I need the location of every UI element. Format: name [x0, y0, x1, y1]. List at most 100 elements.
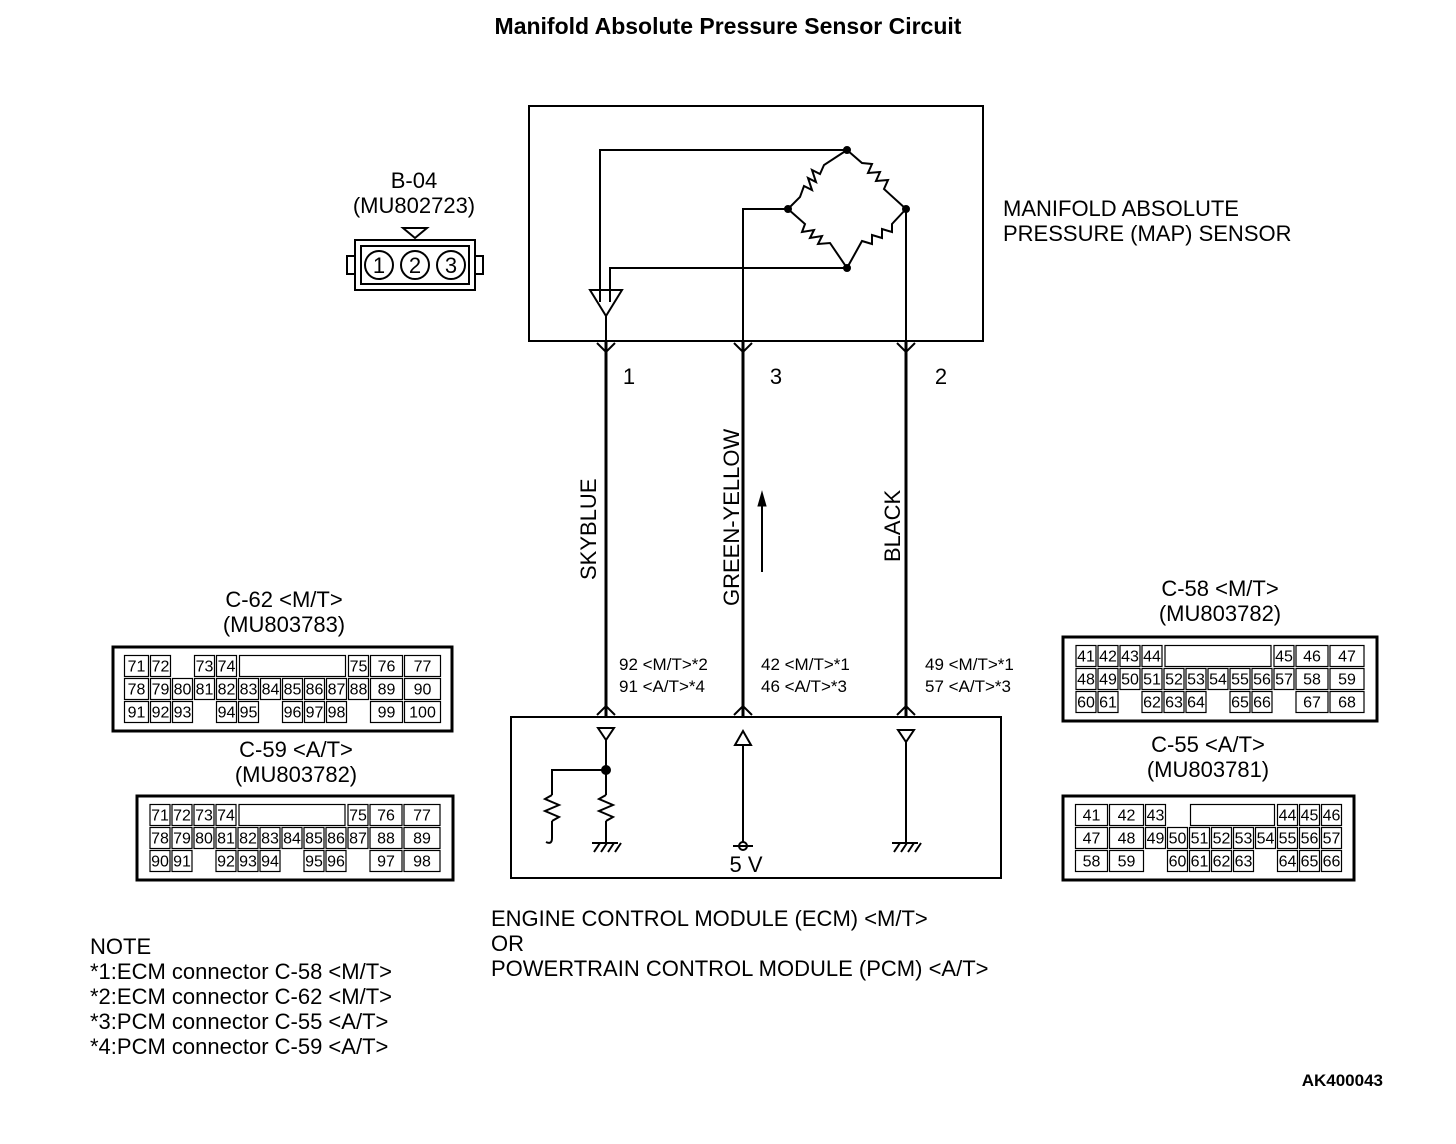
b04-connector-id: B-04: [391, 168, 437, 193]
note-item-2: *2:ECM connector C-62 <M/T>: [90, 984, 392, 1009]
ecm-ground2-hatch: [893, 842, 922, 853]
b04-pin-2: [400, 250, 430, 280]
b04-pin-3: [436, 250, 466, 280]
connector-cavity: [149, 700, 172, 724]
connector-cavity: [193, 803, 215, 827]
connector-cavity: [149, 826, 171, 850]
connector-pin-label: 60: [1077, 695, 1095, 712]
connector-pin-label: 90: [414, 682, 432, 699]
wire-color-green-yellow: GREEN-YELLOW: [719, 429, 744, 606]
connector-pin-label: 83: [240, 682, 258, 699]
b04-pin-1-label: 1: [373, 253, 385, 278]
connector-cavity: [171, 849, 193, 873]
connector-pin-label: 94: [261, 854, 279, 871]
c59-outer-frame: [135, 794, 455, 882]
connector-cavity: [1298, 849, 1321, 873]
connector-cavity: [1163, 690, 1185, 714]
connector-cavity: [369, 849, 403, 873]
connector-cavity: [215, 849, 237, 873]
connector-cavity: [1320, 803, 1343, 827]
connector-pin-label: 78: [151, 831, 169, 848]
connector-cavity: [325, 849, 347, 873]
connector-pin-label: 90: [151, 854, 169, 871]
c55-connector-id: C-55 <A/T>: [1151, 732, 1265, 757]
connector-cavity: [171, 826, 193, 850]
connector-cavity: [1075, 667, 1097, 691]
connector-cavity: [171, 700, 194, 724]
connector-cavity: [1295, 667, 1329, 691]
connector-cavity: [403, 849, 441, 873]
terminal-chevron-pin2: [896, 342, 916, 354]
bridge-resistor-top-left: [787, 149, 848, 210]
connector-pin-label: 74: [217, 808, 235, 825]
ecm-housing: [510, 716, 1002, 879]
connector-cavity: [149, 677, 172, 701]
connector-cavity: [303, 700, 326, 724]
connector-cavity: [369, 700, 404, 724]
bridge-node-left: [784, 205, 792, 213]
connector-pin-label: 99: [378, 705, 396, 722]
connector-pin-label: 96: [327, 854, 345, 871]
connector-pin-label: 53: [1235, 831, 1253, 848]
c58-outer-frame: [1061, 635, 1379, 723]
connector-pin-label: 80: [195, 831, 213, 848]
connector-pin-label: 50: [1121, 672, 1139, 689]
note-item-1: *1:ECM connector C-58 <M/T>: [90, 959, 392, 984]
connector-pin-label: 73: [195, 808, 213, 825]
wire-color-black: BLACK: [880, 490, 905, 562]
connector-cavity: [1097, 667, 1119, 691]
connector-pin-label: 55: [1279, 831, 1297, 848]
connector-pin-label: 93: [239, 854, 257, 871]
ecm-name-line2: OR: [491, 931, 524, 956]
connector-cavity: [215, 654, 238, 678]
connector-pin-label: 51: [1191, 831, 1209, 848]
connector-pin-label: 66: [1323, 854, 1341, 871]
connector-cavity: [1075, 644, 1097, 668]
sensor-amplifier: [588, 289, 624, 318]
sensor-wire-ground-ref: [609, 267, 847, 302]
connector-pin-label: 49: [1147, 831, 1165, 848]
connector-lock-recess: [1189, 803, 1276, 827]
connector-cavity: [149, 654, 172, 678]
connector-pin-label: 79: [173, 831, 191, 848]
connector-cavity: [1329, 644, 1365, 668]
connector-cavity: [259, 826, 281, 850]
b04-right-latch: [474, 255, 484, 275]
connector-cavity: [403, 803, 441, 827]
connector-pin-label: 92: [152, 705, 170, 722]
note-item-3: *3:PCM connector C-55 <A/T>: [90, 1009, 388, 1034]
connector-pin-label: 97: [306, 705, 324, 722]
connector-pin-label: 81: [196, 682, 214, 699]
connector-cavity: [149, 849, 171, 873]
connector-cavity: [1298, 803, 1321, 827]
connector-cavity: [403, 677, 442, 701]
terminal-chevron-pin1: [596, 342, 616, 354]
c58-connector-part: (MU803782): [1159, 601, 1281, 626]
connector-pin-label: 46: [1323, 808, 1341, 825]
bridge-resistor-top-right: [846, 149, 907, 210]
connector-cavity: [1108, 803, 1145, 827]
connector-cavity: [1273, 667, 1295, 691]
wire-pin-number-3: 3: [770, 364, 782, 389]
connector-pin-label: 85: [305, 831, 323, 848]
connector-pin-label: 98: [328, 705, 346, 722]
note-heading: NOTE: [90, 934, 151, 959]
bridge-node-bottom: [843, 264, 851, 272]
connector-cavity: [1251, 690, 1273, 714]
connector-cavity: [259, 677, 282, 701]
connector-pin-label: 48: [1118, 831, 1136, 848]
connector-cavity: [215, 700, 238, 724]
connector-pin-label: 43: [1147, 808, 1165, 825]
connector-cavity: [123, 700, 150, 724]
connector-cavity: [281, 700, 304, 724]
connector-pin-label: 86: [327, 831, 345, 848]
connector-cavity: [123, 654, 150, 678]
connector-cavity: [403, 826, 441, 850]
connector-pin-label: 88: [350, 682, 368, 699]
c59-connector-id: C-59 <A/T>: [239, 737, 353, 762]
connector-cavity: [1144, 803, 1167, 827]
connector-pin-label: 74: [218, 659, 236, 676]
connector-pin-label: 66: [1253, 695, 1271, 712]
connector-pin-label: 71: [128, 659, 146, 676]
ecm-pullup-branch: [551, 769, 606, 795]
